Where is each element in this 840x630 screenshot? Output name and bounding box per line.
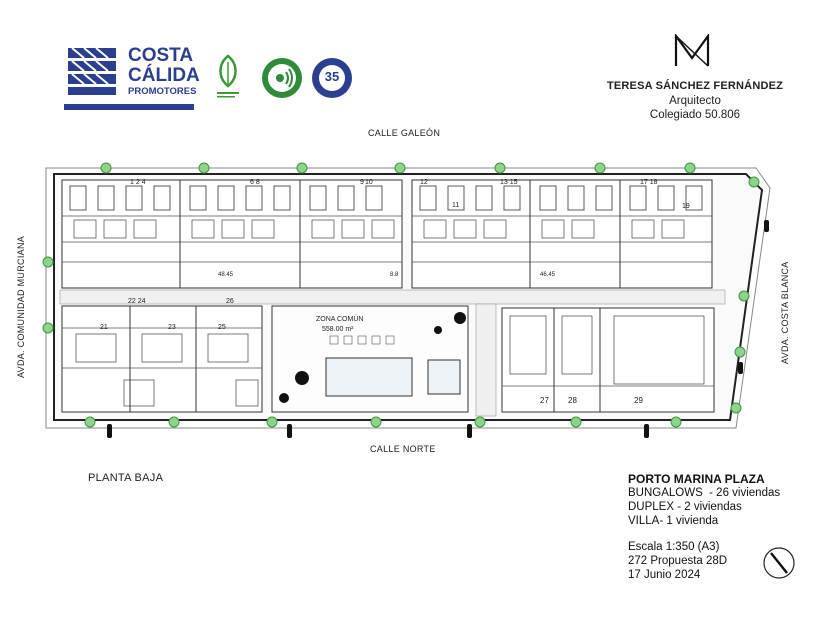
street-lamp-icon (107, 220, 769, 438)
drawing-title: PLANTA BAJA (88, 472, 164, 484)
anniversary-seal: 35 (310, 56, 354, 100)
promoter-name-3: PROMOTORES (128, 86, 197, 97)
unit-number: 26 (226, 298, 234, 305)
architect-block: TERESA SÁNCHEZ FERNÁNDEZ Arquitecto Cole… (590, 80, 800, 121)
housing-block-bottom-right (501, 307, 715, 413)
architect-name: TERESA SÁNCHEZ FERNÁNDEZ (606, 80, 784, 92)
architect-registration: Colegiado 50.806 (649, 109, 741, 121)
anniversary-years: 35 (324, 69, 340, 84)
street-south-label: CALLE NORTE (370, 444, 436, 454)
promoter-underline (64, 104, 194, 110)
palm-tree-icon (279, 312, 466, 403)
project-info: PORTO MARINA PLAZA BUNGALOWS - 26 vivien… (628, 472, 828, 582)
pool-small (427, 359, 461, 395)
street-north-label: CALLE GALEÓN (368, 128, 441, 138)
promoter-name-1: COSTA (128, 45, 194, 66)
unit-number: 23 (168, 324, 176, 331)
unit-number: 27 (540, 396, 549, 405)
unit-number: 22 24 (128, 298, 146, 305)
unit-number: 12 (420, 179, 428, 186)
anniversary-seal-icon (312, 58, 352, 98)
project-line-villa: VILLA- 1 vivienda (628, 515, 719, 527)
promoter-logo: COSTA CÁLIDA PROMOTORES (64, 40, 200, 114)
street-east-label: AVDA. COSTA BLANCA (780, 261, 790, 364)
unit-number: 6 8 (250, 179, 260, 186)
project-proposal: 272 Propuesta 28D (628, 555, 728, 567)
internal-street-horizontal (59, 289, 726, 305)
common-zone (271, 305, 469, 413)
project-line-bungalows: BUNGALOWS - 26 viviendas (628, 487, 781, 499)
unit-number: 13 15 (500, 179, 518, 186)
dimension-mid: 8.8 (390, 272, 399, 278)
housing-block-bottom-left (61, 305, 263, 413)
project-scale: Escala 1:350 (A3) (628, 541, 720, 553)
unit-number: 25 (218, 324, 226, 331)
project-line-duplex: DUPLEX - 2 viviendas (628, 501, 742, 513)
unit-number: 21 (100, 324, 108, 331)
architect-role: Arquitecto (669, 95, 721, 107)
promoter-logo-mark (64, 44, 120, 100)
project-name: PORTO MARINA PLAZA (628, 472, 765, 486)
common-zone-label: ZONA COMÚN (316, 316, 364, 323)
site-plan (42, 162, 771, 438)
quality-seal-icon (262, 58, 302, 98)
promoter-name-2: CÁLIDA (128, 65, 200, 86)
unit-number: 19 (682, 203, 690, 210)
unit-number: 1 2 4 (130, 179, 146, 186)
unit-number: 11 (452, 202, 460, 209)
housing-block-top-left (61, 179, 403, 289)
common-zone-area: 558.00 m² (322, 326, 354, 333)
sidewalk-outline (45, 167, 771, 429)
dimension-left: 48.45 (218, 272, 234, 278)
housing-block-top-right (411, 179, 713, 289)
unit-number: 10 (365, 179, 373, 186)
unit-number: 9 (360, 179, 364, 186)
pool (325, 357, 413, 397)
unit-number: 28 (568, 396, 577, 405)
architect-monogram-icon (674, 34, 710, 67)
project-date: 17 Junio 2024 (628, 569, 701, 581)
street-tree-icon (42, 162, 760, 428)
dimension-right: 46.45 (540, 272, 556, 278)
north-arrow-icon (763, 547, 795, 579)
internal-street-vertical (475, 303, 497, 417)
unit-number: 29 (634, 396, 643, 405)
unit-number: 17 18 (640, 179, 658, 186)
street-west-label: AVDA. COMUNIDAD MURCIANA (16, 235, 26, 378)
sustainability-leaf-icon (217, 54, 239, 98)
